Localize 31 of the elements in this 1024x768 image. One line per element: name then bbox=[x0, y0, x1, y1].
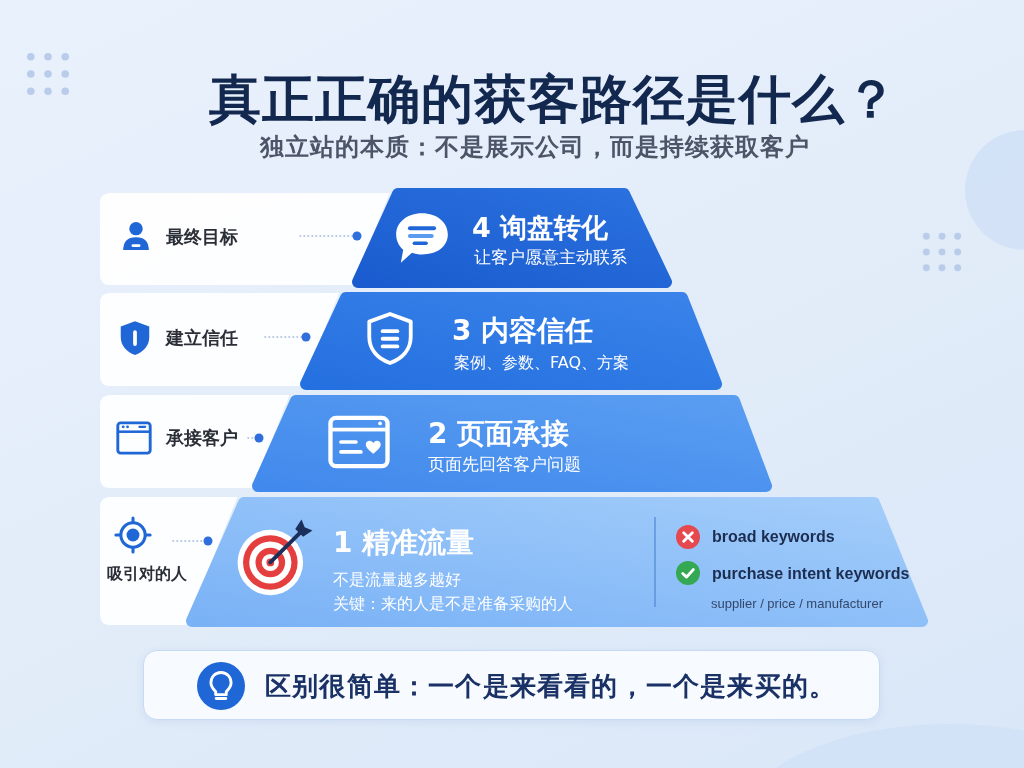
callout-banner bbox=[143, 650, 880, 720]
tier-title: 2 页面承接 bbox=[428, 415, 570, 452]
subtitle: 独立站的本质：不是展示公司，而是持续获取客户 bbox=[260, 132, 810, 164]
label-card bbox=[100, 193, 390, 285]
tier-subtitle: 案例、参数、FAQ、方案 bbox=[454, 352, 629, 374]
leader-line bbox=[172, 536, 213, 546]
card-label: 最终目标 bbox=[166, 225, 238, 249]
tier-title: 1 精准流量 bbox=[333, 524, 475, 561]
card-label: 吸引对的人 bbox=[107, 563, 187, 585]
label-card bbox=[100, 497, 238, 625]
tier-subtitle: 页面先回答客户问题 bbox=[428, 454, 581, 476]
banner-text: 区别很简单：一个是来看看的，一个是来买的。 bbox=[265, 670, 837, 704]
card-label: 承接客户 bbox=[166, 426, 238, 450]
title: 真正正确的获客路径是什么？ bbox=[208, 68, 898, 132]
tier-subtitle: 关键：来的人是不是准备采购的人 bbox=[333, 593, 573, 615]
tier-subtitle: 让客户愿意主动联系 bbox=[474, 247, 627, 269]
leader-line bbox=[247, 433, 264, 443]
leader-line bbox=[264, 332, 311, 342]
tier-title: 3 内容信任 bbox=[452, 312, 594, 349]
pyramid-tier bbox=[352, 188, 672, 288]
keyword-text: purchase intent keywords bbox=[712, 563, 910, 584]
keyword-examples: supplier / price / manufacturer bbox=[711, 595, 883, 613]
pyramid-tier bbox=[186, 497, 928, 627]
leader-line bbox=[299, 231, 362, 241]
label-card bbox=[100, 293, 340, 386]
tier-subtitle: 不是流量越多越好 bbox=[333, 569, 461, 591]
tier-title: 4 询盘转化 bbox=[472, 211, 609, 246]
pyramid-tier bbox=[300, 292, 722, 390]
pyramid-tier bbox=[252, 395, 772, 492]
card-label: 建立信任 bbox=[166, 326, 238, 350]
keyword-text: broad keywords bbox=[712, 526, 835, 547]
